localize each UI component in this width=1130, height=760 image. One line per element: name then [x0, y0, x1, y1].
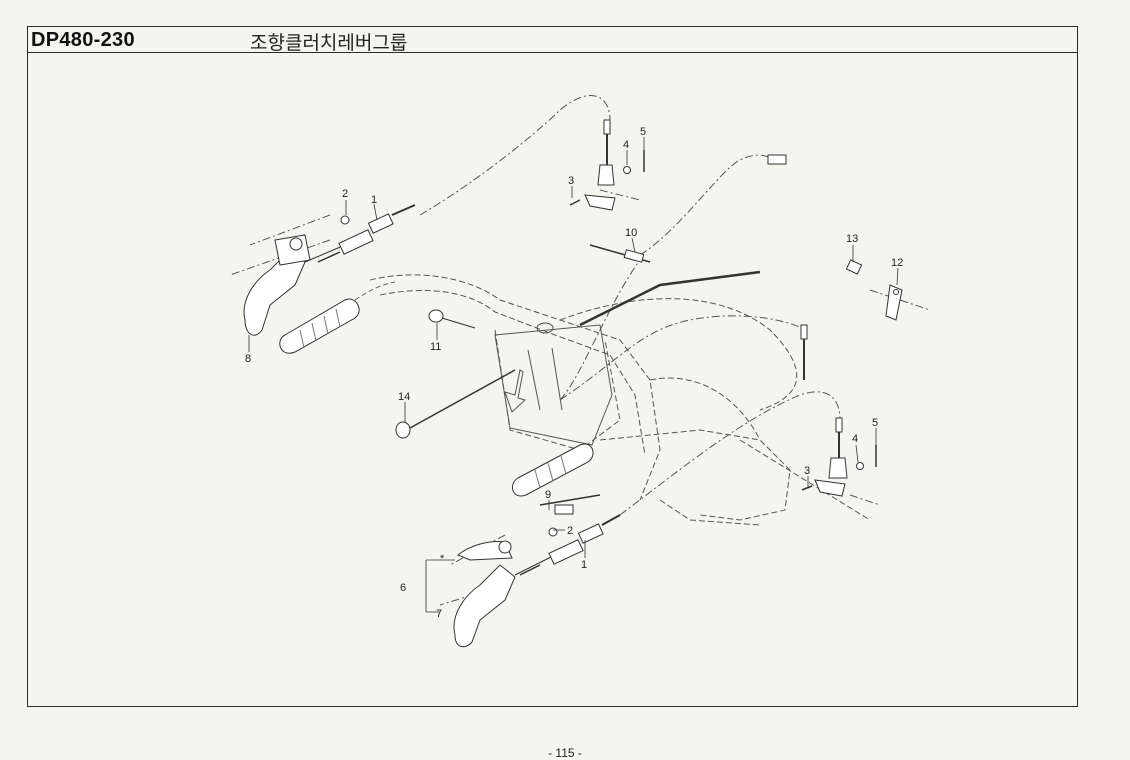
upper-grip — [279, 281, 396, 354]
callout-asterisk: * — [440, 553, 445, 565]
callout-1-lower: 1 — [581, 559, 587, 571]
callout-5-upper: 5 — [640, 126, 646, 138]
parts-12-13 — [845, 259, 903, 321]
callout-3-upper: 3 — [568, 175, 574, 187]
title-bar: DP480-230 조향클러치레버그룹 — [28, 27, 1077, 54]
group-title: 조향클러치레버그룹 — [250, 32, 408, 54]
part-code: DP480-230 — [31, 29, 135, 51]
callout-7: 7 — [436, 608, 442, 620]
lower-lever-assembly — [453, 494, 621, 648]
lower-clevis — [800, 324, 877, 497]
upper-clevis — [569, 119, 787, 211]
callout-5-lower: 5 — [872, 417, 878, 429]
callout-labels: 1 2 3 4 5 10 13 12 8 11 14 4 5 3 9 2 1 *… — [245, 126, 903, 620]
callout-9: 9 — [545, 489, 551, 501]
leader-lines — [248, 137, 899, 613]
callout-10: 10 — [625, 227, 637, 239]
callout-14: 14 — [398, 391, 410, 403]
steering-cables — [229, 95, 931, 606]
callout-1-upper: 1 — [371, 194, 377, 206]
lower-grip — [511, 443, 594, 497]
callout-4-lower: 4 — [852, 433, 858, 445]
page-number: - 115 - — [548, 746, 582, 760]
callout-2-lower: 2 — [567, 525, 573, 537]
callout-2-upper: 2 — [342, 188, 348, 200]
callout-12: 12 — [891, 257, 903, 269]
upper-lever-assembly — [243, 204, 416, 336]
rod-14 — [395, 369, 516, 439]
handlebar-frame — [369, 274, 871, 526]
lever-plate — [494, 322, 613, 446]
callout-4-upper: 4 — [623, 139, 629, 151]
cable-10 — [589, 244, 651, 263]
knob-11 — [428, 309, 476, 329]
callout-8: 8 — [245, 353, 251, 365]
drawing-frame: DP480-230 조향클러치레버그룹 — [27, 26, 1078, 707]
callout-6: 6 — [400, 582, 406, 594]
callout-11: 11 — [430, 341, 441, 353]
callout-3-lower: 3 — [804, 465, 810, 477]
callout-13: 13 — [846, 233, 858, 245]
rod — [579, 270, 761, 327]
